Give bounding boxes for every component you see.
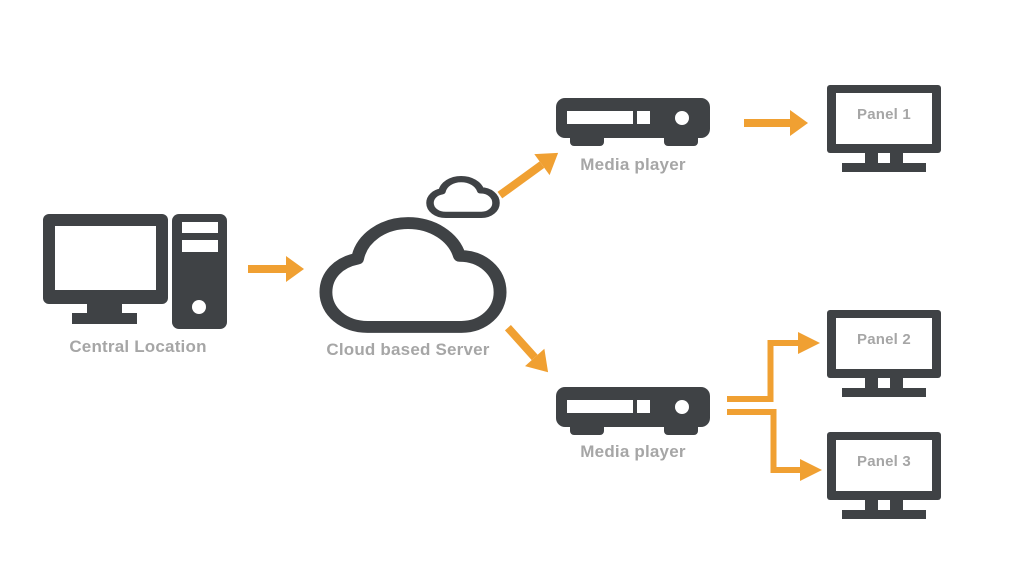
node-cloud-server bbox=[318, 214, 508, 336]
cloud-icon bbox=[319, 217, 507, 333]
node-panel-1: Panel 1 bbox=[827, 85, 941, 173]
diagonal-up-arrow-icon bbox=[497, 152, 559, 199]
diagonal-down-arrow-icon bbox=[504, 325, 549, 373]
media-player-bottom-label: Media player bbox=[580, 442, 686, 461]
monitor-icon bbox=[827, 310, 941, 397]
panel-3-label: Panel 3 bbox=[857, 453, 911, 470]
node-central-location bbox=[43, 212, 233, 332]
node-media-player-bottom bbox=[556, 387, 710, 437]
right-arrow-icon bbox=[248, 256, 304, 282]
node-panel-2: Panel 2 bbox=[827, 310, 941, 398]
panel-2-label: Panel 2 bbox=[857, 331, 911, 348]
central-location-label: Central Location bbox=[69, 337, 207, 356]
small-cloud bbox=[426, 176, 500, 218]
arrow-media-player-to-panel1 bbox=[744, 109, 808, 137]
monitor-icon bbox=[827, 432, 941, 519]
elbow-arrows-icon bbox=[727, 332, 822, 481]
arrow-cloud-to-media-player-top bbox=[492, 142, 567, 207]
panel-1-label: Panel 1 bbox=[857, 106, 911, 123]
right-arrow-icon bbox=[744, 110, 808, 136]
arrow-central-to-cloud bbox=[248, 255, 304, 283]
monitor-icon bbox=[827, 85, 941, 172]
arrow-cloud-to-media-player-bottom bbox=[498, 318, 559, 381]
node-panel-3: Panel 3 bbox=[827, 432, 941, 520]
desktop-computer-icon bbox=[43, 214, 227, 329]
branch-connector bbox=[718, 330, 828, 490]
cloud-server-label: Cloud based Server bbox=[326, 340, 490, 359]
node-media-player-top bbox=[556, 98, 710, 148]
media-player-icon bbox=[556, 98, 710, 146]
small-cloud-icon bbox=[426, 176, 500, 218]
media-player-top-label: Media player bbox=[580, 155, 686, 174]
media-player-icon bbox=[556, 387, 710, 435]
